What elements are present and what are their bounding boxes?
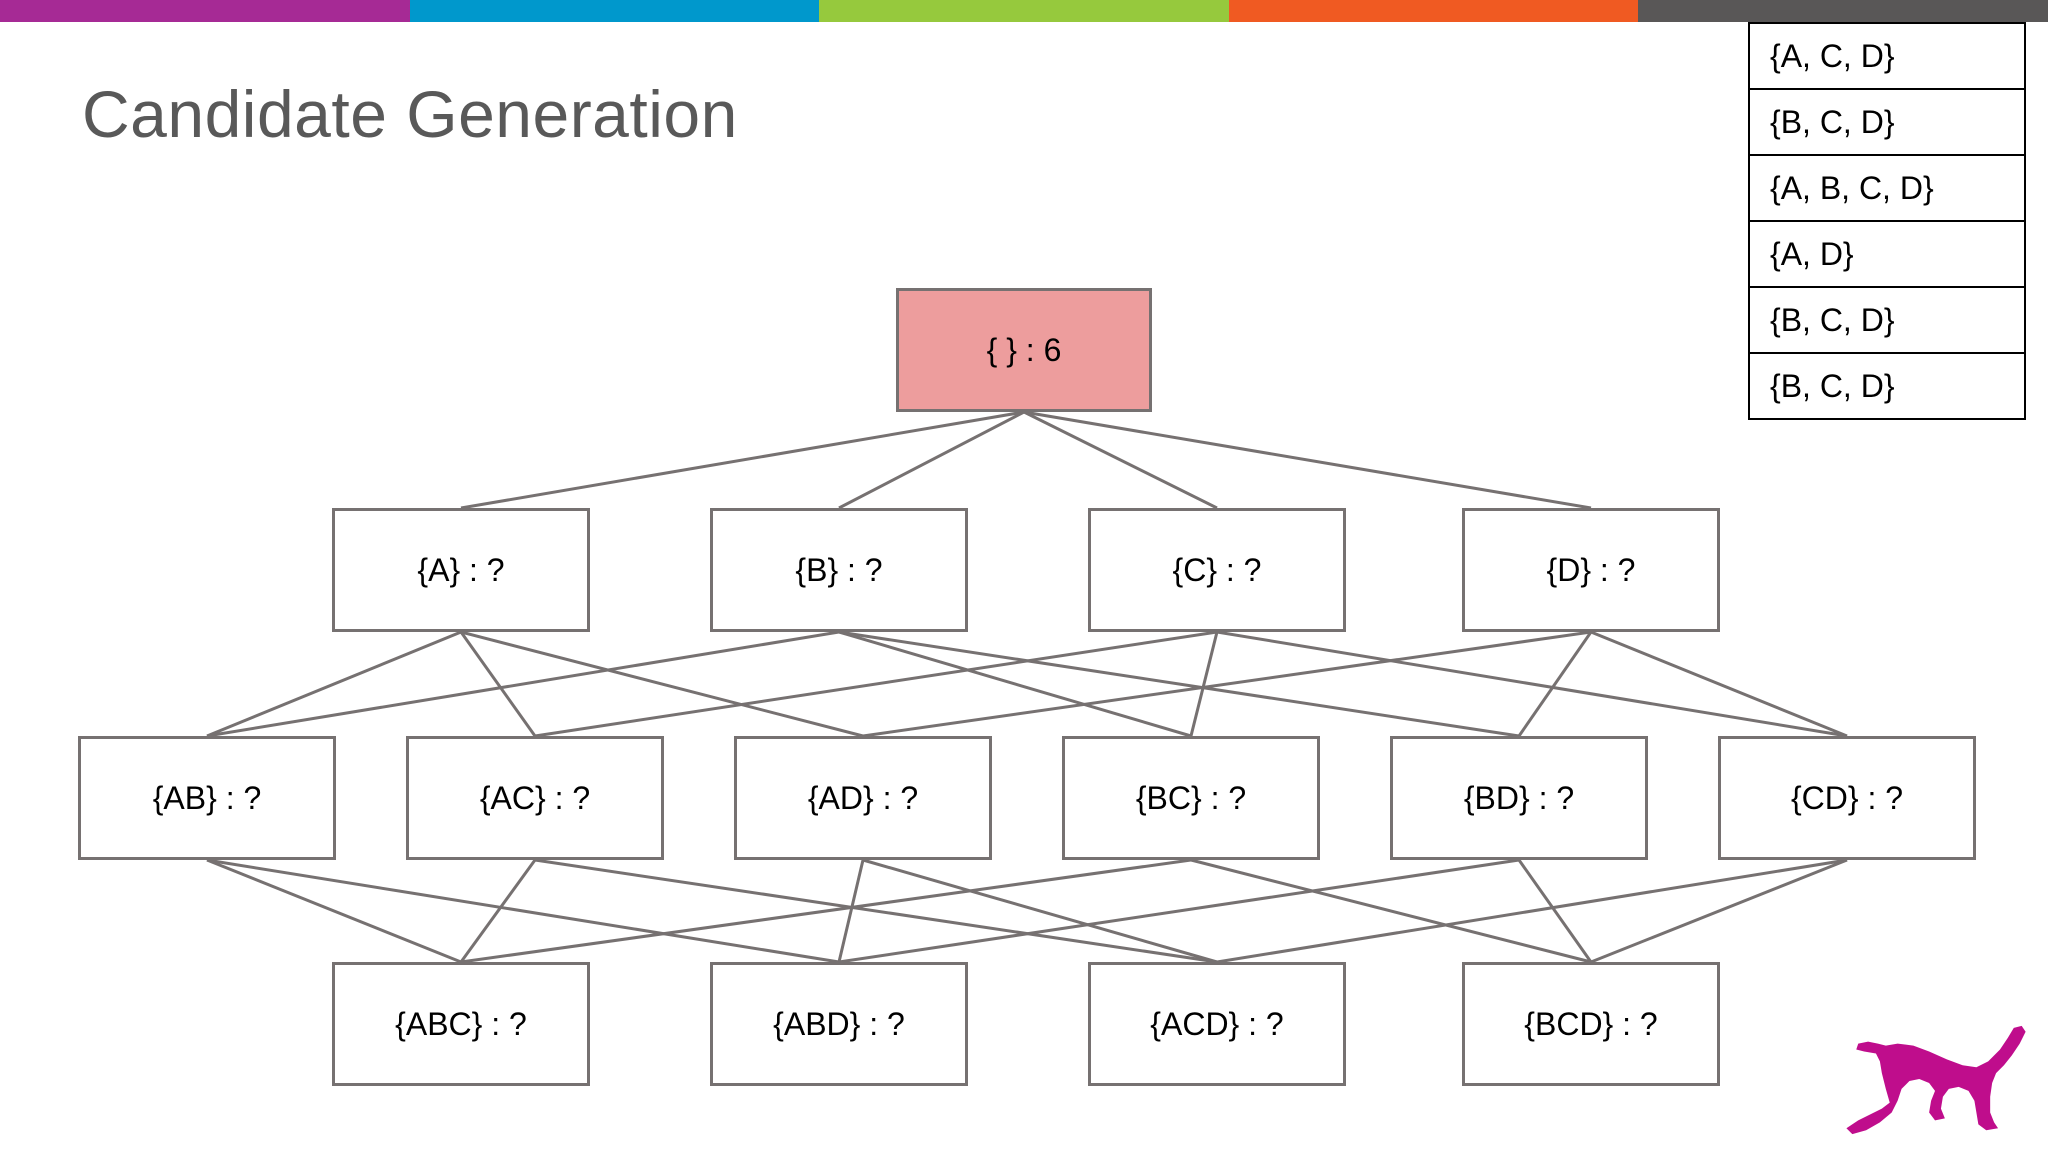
lattice-edge — [838, 410, 1025, 510]
lattice-node-abc[interactable]: {ABC} : ? — [332, 962, 590, 1086]
transaction-itemset: {B, C, D} — [1748, 88, 2026, 156]
lattice-edge — [1216, 630, 1848, 738]
lattice-node-label: {B} : ? — [795, 551, 883, 588]
transaction-row: {B, C, D} — [1748, 286, 2026, 354]
lattice-node-bd[interactable]: {BD} : ? — [1390, 736, 1648, 860]
lattice-edge — [838, 630, 1192, 738]
transaction-itemset: {B, C, D} — [1748, 286, 2026, 354]
lattice-edge — [534, 858, 1218, 964]
lattice-edge — [838, 630, 1520, 738]
lattice-node-label: {AD} : ? — [807, 779, 919, 816]
lattice-edge — [1023, 410, 1218, 510]
lattice-node-label: {A} : ? — [417, 551, 505, 588]
lattice-node-label: {C} : ? — [1172, 551, 1262, 588]
lattice-node-label: {ABD} : ? — [773, 1005, 905, 1042]
lattice-edge — [1590, 858, 1848, 964]
transaction-itemset: {A, D} — [1748, 220, 2026, 288]
lattice-node-acd[interactable]: {ACD} : ? — [1088, 962, 1346, 1086]
lattice-node-bcd[interactable]: {BCD} : ? — [1462, 962, 1720, 1086]
lattice-edge — [837, 859, 865, 963]
lattice-edge — [206, 630, 462, 738]
lattice-edge — [862, 630, 1592, 738]
lattice-node-label: {D} : ? — [1546, 551, 1636, 588]
lattice-edge — [460, 858, 1192, 964]
lattice-node-cd[interactable]: {CD} : ? — [1718, 736, 1976, 860]
color-bar-segment-gray — [1638, 0, 2048, 22]
lattice-edge — [1189, 631, 1219, 737]
lattice-node-ab[interactable]: {AB} : ? — [78, 736, 336, 860]
color-bar-segment-blue — [409, 0, 820, 22]
lattice-edge — [206, 858, 462, 964]
lattice-node-abd[interactable]: {ABD} : ? — [710, 962, 968, 1086]
dog-logo-icon — [1846, 1025, 2026, 1135]
dog-silhouette-path — [1846, 1025, 2026, 1135]
lattice-node-root[interactable]: { } : 6 — [896, 288, 1152, 412]
lattice-node-label: {AB} : ? — [152, 779, 262, 816]
lattice-node-label: {AC} : ? — [479, 779, 591, 816]
transaction-row: {A, C, D} — [1748, 22, 2026, 90]
lattice-edge — [460, 410, 1025, 510]
lattice-node-ad[interactable]: {AD} : ? — [734, 736, 992, 860]
lattice-node-label: { } : 6 — [986, 331, 1062, 368]
lattice-edge — [460, 630, 864, 738]
lattice-edge — [534, 630, 1218, 738]
lattice-edge — [206, 858, 840, 964]
lattice-node-label: {BD} : ? — [1463, 779, 1575, 816]
lattice-edge — [1517, 859, 1593, 963]
transaction-itemset: {A, B, C, D} — [1748, 154, 2026, 222]
transaction-row: {B, C, D} — [1748, 88, 2026, 156]
lattice-edge — [459, 859, 537, 963]
transaction-itemset: {B, C, D} — [1748, 352, 2026, 420]
transaction-row: {A, D} — [1748, 220, 2026, 288]
lattice-edge — [1216, 858, 1848, 964]
lattice-node-c[interactable]: {C} : ? — [1088, 508, 1346, 632]
lattice-edge — [1023, 410, 1592, 510]
lattice-node-label: {CD} : ? — [1790, 779, 1904, 816]
lattice-node-a[interactable]: {A} : ? — [332, 508, 590, 632]
lattice-node-bc[interactable]: {BC} : ? — [1062, 736, 1320, 860]
lattice-edge — [206, 630, 840, 738]
lattice-edge — [1190, 858, 1592, 964]
transaction-table: {A, C, D}{B, C, D}{A, B, C, D}{A, D}{B, … — [1748, 22, 2026, 420]
lattice-edge — [459, 631, 537, 737]
transaction-row: {A, B, C, D} — [1748, 154, 2026, 222]
color-bar-segment-orange — [1228, 0, 1639, 22]
transaction-itemset: {A, C, D} — [1748, 22, 2026, 90]
lattice-edge — [1590, 630, 1848, 738]
lattice-node-ac[interactable]: {AC} : ? — [406, 736, 664, 860]
lattice-node-label: {BCD} : ? — [1524, 1005, 1658, 1042]
lattice-node-label: {ABC} : ? — [395, 1005, 527, 1042]
lattice-edge — [1517, 631, 1593, 737]
lattice-node-b[interactable]: {B} : ? — [710, 508, 968, 632]
lattice-node-label: {BC} : ? — [1135, 779, 1247, 816]
color-bar-segment-purple — [0, 0, 410, 22]
page-title: Candidate Generation — [82, 77, 738, 151]
lattice-edge — [862, 858, 1218, 964]
lattice-node-d[interactable]: {D} : ? — [1462, 508, 1720, 632]
transaction-table-body: {A, C, D}{B, C, D}{A, B, C, D}{A, D}{B, … — [1748, 22, 2026, 420]
lattice-edge — [838, 858, 1520, 964]
color-bar-segment-green — [819, 0, 1229, 22]
top-color-bar — [0, 0, 2048, 22]
lattice-node-label: {ACD} : ? — [1150, 1005, 1284, 1042]
transaction-row: {B, C, D} — [1748, 352, 2026, 420]
